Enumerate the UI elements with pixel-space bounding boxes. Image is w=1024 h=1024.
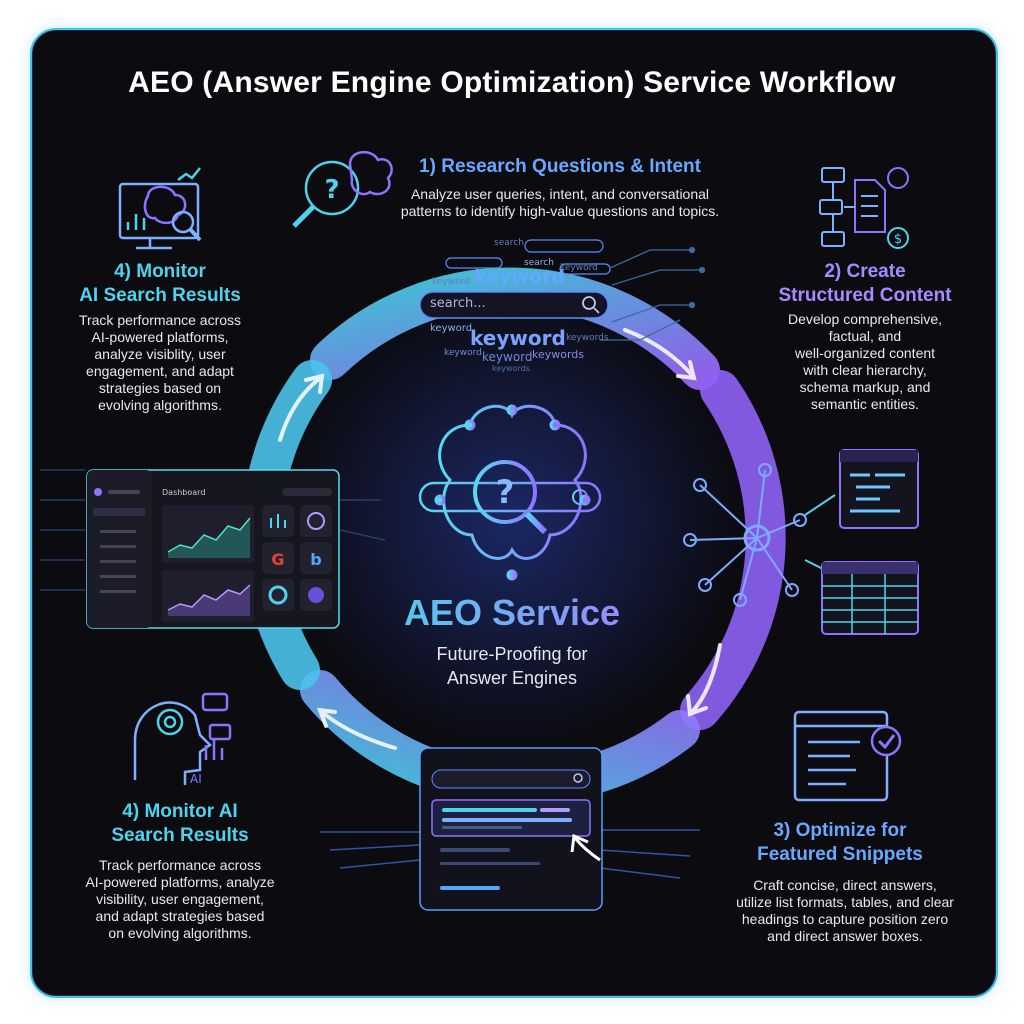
dashboard-mock: Dashboard G b (86, 469, 340, 629)
ai-label: AI (190, 772, 202, 786)
google-logo-icon: G (271, 550, 284, 569)
dashboard-title-text: Dashboard (162, 488, 205, 497)
step-4-top-description: Track performance across AI-powered plat… (78, 312, 242, 413)
brain-search-icon: ? (418, 404, 602, 581)
arc-right (680, 370, 786, 730)
svg-text:$: $ (894, 232, 902, 247)
keyword-word: keywords (566, 333, 609, 343)
keyword-word: keyword (444, 348, 482, 358)
search-results-mock (320, 747, 700, 911)
svg-text:?: ? (324, 175, 339, 205)
arc-top (310, 267, 720, 390)
table-panel (821, 561, 919, 635)
step-4-top-heading: 4) Monitor AI Search Results (79, 261, 241, 306)
keyword-word: search (494, 238, 524, 248)
step-2-heading: 2) Create Structured Content (778, 261, 952, 306)
keyword-word: keywords (532, 348, 585, 361)
ai-robot-head-icon: AI (133, 692, 232, 786)
keyword-word: keyword (470, 326, 566, 350)
keyword-word: keywords (492, 364, 530, 373)
keyword-word: keyword (430, 323, 473, 334)
checklist-document-icon (793, 710, 902, 802)
step-1-description: Analyze user queries, intent, and conver… (400, 186, 720, 219)
center-title: AEO Service (352, 592, 672, 634)
search-keyword-cloud (419, 239, 706, 341)
analytics-monitor-icon (118, 167, 202, 250)
search-placeholder: search... (430, 296, 486, 311)
step-1-heading: 1) Research Questions & Intent (419, 156, 701, 177)
keyword-word: keyword (560, 263, 598, 273)
step-3-heading: 3) Optimize for Featured Snippets (757, 820, 923, 865)
svg-text:?: ? (496, 473, 515, 511)
page-title: AEO (Answer Engine Optimization) Service… (128, 66, 896, 99)
brain-magnifier-icon: ? (292, 151, 393, 228)
code-panel (839, 449, 919, 529)
flowchart-document-icon: $ (819, 167, 909, 249)
keyword-word: keyword (474, 266, 565, 288)
keyword-word: keyword (482, 350, 533, 364)
keyword-word: keyword (432, 277, 470, 287)
network-node-icon (683, 463, 836, 607)
bing-logo-icon: b (310, 550, 321, 569)
keyword-word: search (524, 258, 554, 268)
step-3-description: Craft concise, direct answers, utilize l… (736, 877, 954, 944)
step-4-bottom-heading: 4) Monitor AI Search Results (111, 801, 249, 846)
center-subtitle: Future-Proofing for Answer Engines (436, 644, 588, 688)
cycle-arrowheads (278, 328, 722, 750)
step-4-bottom-description: Track performance across AI-powered plat… (85, 857, 275, 941)
circuit-lines-left (40, 469, 386, 591)
step-2-description: Develop comprehensive, factual, and well… (787, 311, 943, 412)
